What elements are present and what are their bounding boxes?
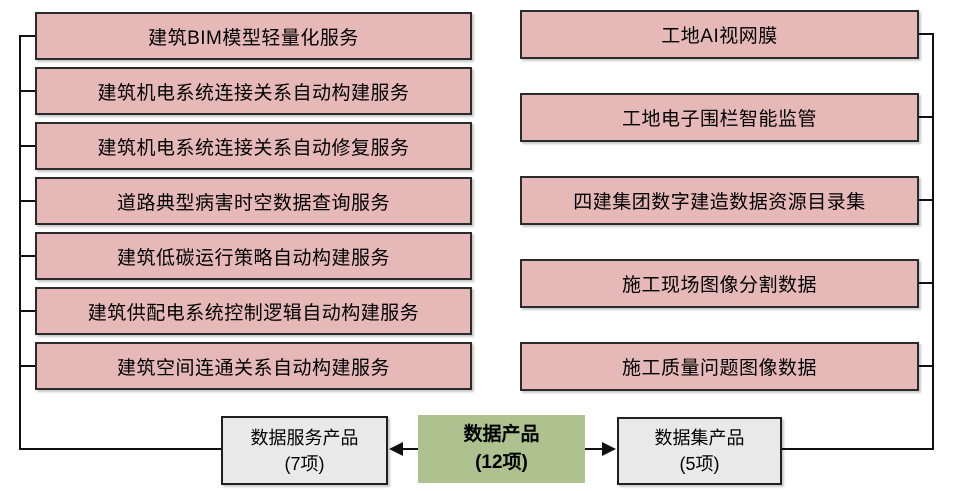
right-bracket-stub: [919, 199, 934, 201]
dataset-item-box: 施工现场图像分割数据: [520, 259, 919, 308]
dataset-group-box: 数据集产品 (5项): [617, 417, 782, 485]
data-service-group-label: 数据服务产品: [250, 427, 359, 448]
service-item-box: 建筑BIM模型轻量化服务: [35, 12, 472, 60]
right-bracket-stub: [919, 116, 934, 118]
left-bracket-stub: [19, 35, 35, 37]
left-bracket-bottom-line: [19, 448, 223, 450]
data-service-group-count: (7项): [284, 453, 325, 474]
service-item-box: 建筑低碳运行策略自动构建服务: [35, 232, 472, 280]
dataset-item-box: 工地AI视网膜: [520, 10, 919, 59]
service-item-box: 道路典型病害时空数据查询服务: [35, 177, 472, 225]
service-item-box: 建筑供配电系统控制逻辑自动构建服务: [35, 287, 472, 335]
service-item-box: 建筑机电系统连接关系自动修复服务: [35, 122, 472, 170]
right-bracket-bottom-line: [780, 448, 934, 450]
left-bracket-stub: [19, 255, 35, 257]
arrowhead-left-icon: [389, 442, 403, 456]
left-bracket-stub: [19, 200, 35, 202]
left-bracket-stub: [19, 145, 35, 147]
dataset-group-label: 数据集产品: [654, 428, 745, 448]
dataset-item-box: 四建集团数字建造数据资源目录集: [520, 176, 919, 225]
arrow-to-service-group-line: [403, 448, 418, 450]
left-bracket-stub: [19, 365, 35, 367]
data-products-root-count: (12项): [475, 452, 528, 473]
dataset-item-box: 工地电子围栏智能监管: [520, 93, 919, 142]
right-bracket-stub: [919, 365, 934, 367]
arrow-to-dataset-group-line: [585, 448, 603, 450]
data-products-root-box: 数据产品 (12项): [418, 415, 585, 483]
dataset-group-count: (5项): [679, 454, 720, 474]
data-products-root-title: 数据产品: [463, 424, 540, 445]
data-service-group-box: 数据服务产品 (7项): [221, 416, 388, 485]
dataset-item-box: 施工质量问题图像数据: [520, 342, 919, 391]
right-bracket-vertical-line: [932, 33, 934, 450]
service-item-box: 建筑机电系统连接关系自动构建服务: [35, 67, 472, 115]
service-item-box: 建筑空间连通关系自动构建服务: [35, 342, 472, 390]
right-bracket-stub: [919, 33, 934, 35]
left-bracket-vertical-line: [19, 35, 21, 450]
right-bracket-stub: [919, 282, 934, 284]
left-bracket-stub: [19, 310, 35, 312]
arrowhead-right-icon: [602, 442, 616, 456]
left-bracket-stub: [19, 90, 35, 92]
